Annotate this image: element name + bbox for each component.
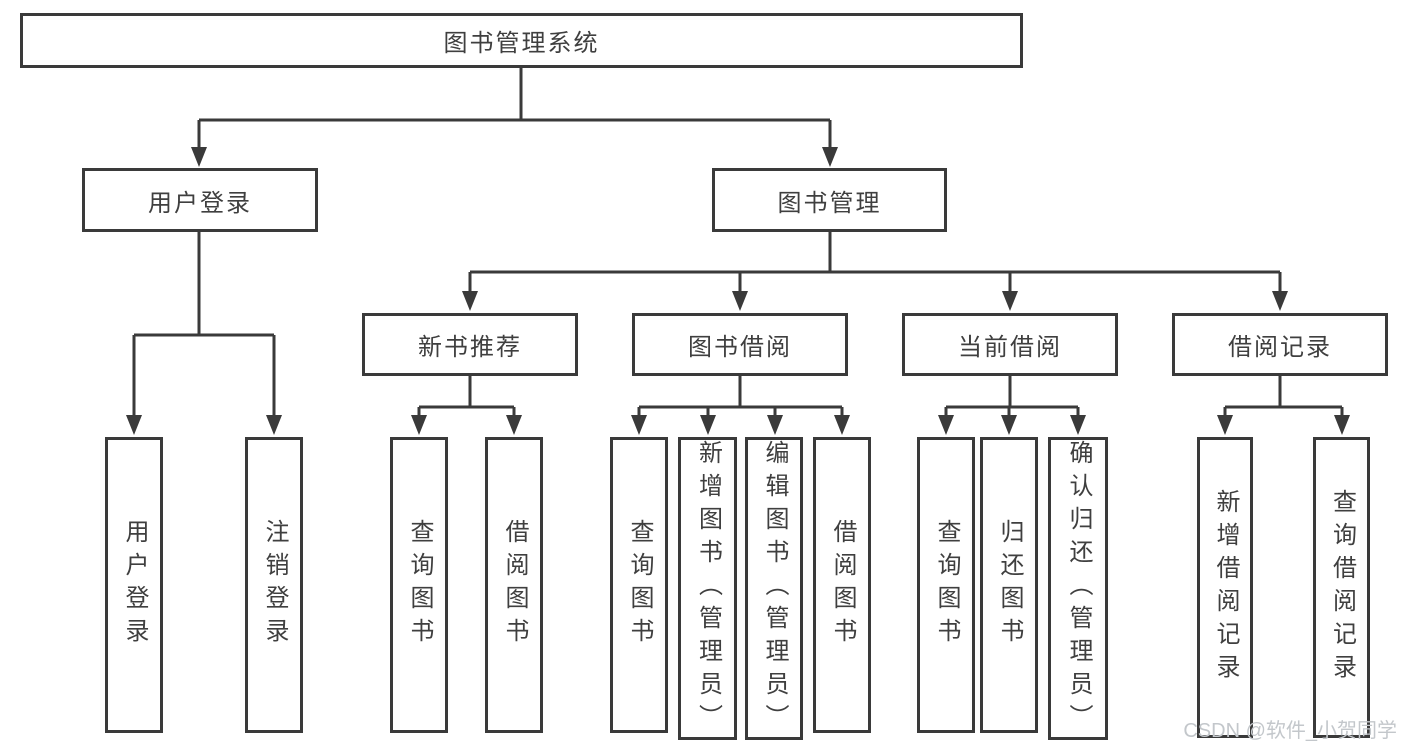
node-borrow-records: 借阅记录 [1172,313,1388,376]
leaf-current-return-label: 归还图书 [996,519,1023,651]
leaf-newbook-borrow: 借阅图书 [485,437,543,733]
node-current-borrow: 当前借阅 [902,313,1118,376]
node-root: 图书管理系统 [20,13,1023,68]
leaf-user-login: 用户登录 [105,437,163,733]
leaf-current-confirm-admin-label: 确认归还（管理员） [1065,440,1092,737]
node-book-management-label: 图书管理 [777,189,882,217]
leaf-newbook-query: 查询图书 [390,437,448,733]
node-new-book-recommend: 新书推荐 [362,313,578,376]
node-borrow-records-label: 借阅记录 [1228,334,1332,361]
leaf-borrow-add-admin: 新增图书（管理员） [678,437,737,740]
node-book-borrow-label: 图书借阅 [688,334,792,361]
leaf-record-query-label: 查询借阅记录 [1328,488,1356,687]
node-current-borrow-label: 当前借阅 [958,334,1062,361]
leaf-current-query: 查询图书 [917,437,975,733]
node-root-label: 图书管理系统 [443,30,600,57]
leaf-borrow-edit-admin: 编辑图书（管理员） [745,437,803,740]
leaf-current-query-label: 查询图书 [933,519,960,651]
connectors [132,68,1344,418]
node-book-management: 图书管理 [712,168,947,232]
arrowheads [126,147,1350,435]
leaf-record-add-label: 新增借阅记录 [1212,488,1239,687]
node-new-book-recommend-label: 新书推荐 [418,334,522,361]
node-user-login: 用户登录 [82,168,318,232]
leaf-user-login-label: 用户登录 [121,519,148,651]
leaf-newbook-query-label: 查询图书 [406,519,433,651]
leaf-current-confirm-admin: 确认归还（管理员） [1048,437,1108,740]
leaf-borrow-borrow-label: 借阅图书 [829,519,856,651]
node-user-login-label: 用户登录 [148,189,252,217]
leaf-newbook-borrow-label: 借阅图书 [501,519,528,651]
csdn-watermark: CSDN @软件_小贺同学 [1183,720,1397,742]
leaf-borrow-edit-admin-label: 编辑图书（管理员） [761,440,788,737]
node-book-borrow: 图书借阅 [632,313,848,376]
leaf-record-add: 新增借阅记录 [1197,437,1253,738]
leaf-record-query: 查询借阅记录 [1313,437,1370,738]
leaf-current-return: 归还图书 [980,437,1038,733]
leaf-logout: 注销登录 [245,437,303,733]
leaf-borrow-query-label: 查询图书 [626,519,653,651]
leaf-borrow-borrow: 借阅图书 [813,437,871,733]
leaf-borrow-query: 查询图书 [610,437,668,733]
leaf-logout-label: 注销登录 [261,519,288,651]
leaf-borrow-add-admin-label: 新增图书（管理员） [694,440,722,737]
